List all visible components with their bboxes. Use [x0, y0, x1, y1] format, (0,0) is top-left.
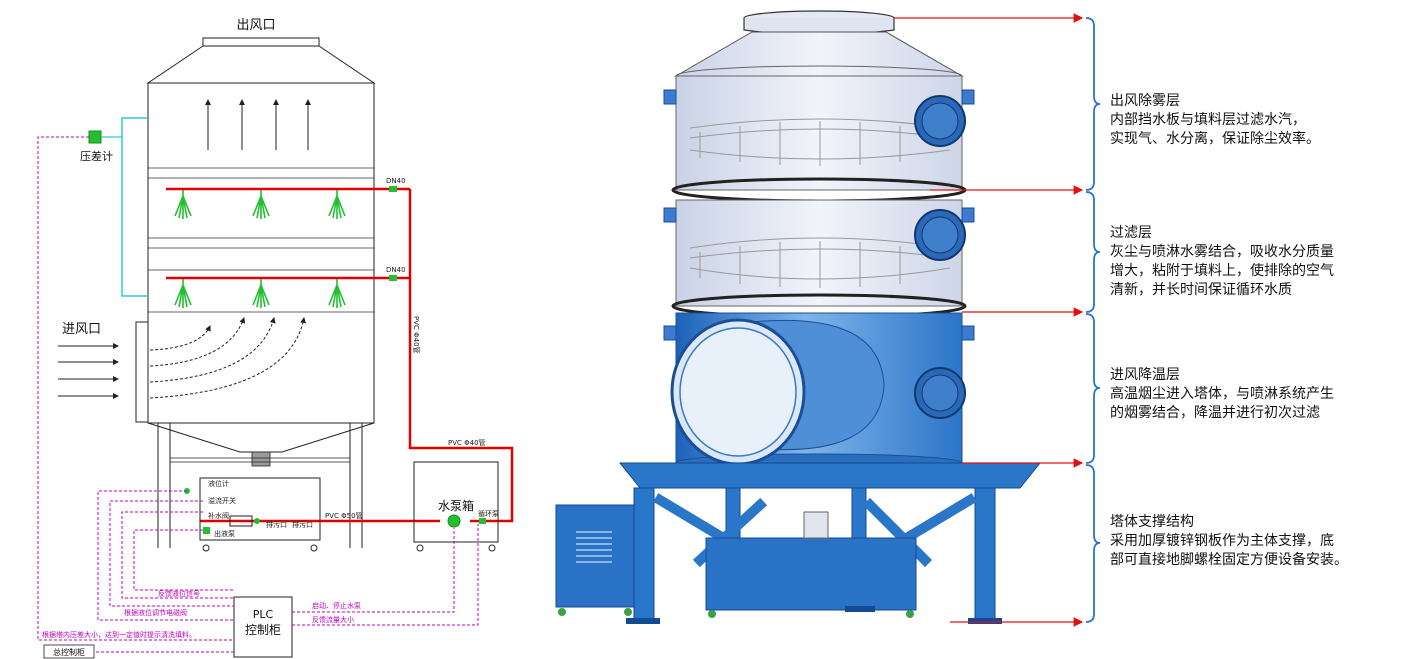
callout-title: 进风降温层 — [1110, 367, 1180, 383]
tank-label-drain1: 排污口 — [266, 520, 287, 529]
plc-label-2: 控制柜 — [245, 623, 281, 637]
pump-box — [413, 461, 499, 543]
gauge-icon — [88, 130, 102, 144]
valve-upper — [389, 186, 397, 192]
pipe-bottom-label: PVC Φ50管 — [325, 511, 363, 520]
outlet-collar — [202, 37, 320, 47]
pipe-vertical-label: PVC Φ40管 — [412, 316, 421, 354]
callout-line: 灰尘与喷淋水雾结合，吸收水分质量 — [1110, 244, 1334, 260]
gauge-label: 压差计 — [80, 149, 113, 163]
callout-inlet-cooling: 进风降温层 高温烟尘进入塔体，与喷淋系统产生 的烟雾结合，降温并进行初次过滤 — [1110, 366, 1334, 423]
pump-label-circ: 循环泵 — [478, 509, 499, 518]
signal-valve: 根据液位调节电磁阀 — [124, 608, 187, 617]
pump-box-label: 水泵箱 — [438, 498, 474, 513]
signal-feedback-flow: 反馈流量大小 — [312, 615, 354, 624]
tank-label-refill: 补水阀 — [208, 511, 229, 520]
top-cone — [146, 45, 376, 84]
outlet-label: 出风口 — [236, 18, 275, 33]
callout-line: 实现气、水分离，保证除尘效率。 — [1110, 131, 1320, 147]
tank-label-level: 液位计 — [208, 479, 229, 488]
callout-title: 塔体支撑结构 — [1110, 514, 1194, 530]
callout-title: 过滤层 — [1110, 225, 1152, 241]
dn40-lower-label: DN40 — [386, 266, 406, 274]
nozzle-group — [174, 190, 346, 308]
callout-title: 出风除雾层 — [1110, 93, 1180, 109]
schematic: 出风口 进风口 — [37, 18, 514, 659]
pipe-top-label: PVC Φ40管 — [448, 438, 486, 447]
pump-icon — [447, 514, 461, 528]
inlet-flow-arrows — [149, 317, 306, 399]
valve-lower — [389, 275, 397, 281]
tank-label-outpump: 出液泵 — [214, 529, 235, 538]
signal-lines — [37, 136, 479, 653]
circulation-tank — [199, 477, 321, 541]
tank-label-overflow: 溢流开关 — [208, 496, 236, 505]
inspection-ports — [914, 95, 966, 419]
callout-line: 采用加厚镀锌钢板作为主体支撑，底 — [1110, 533, 1334, 549]
callout-line: 内部挡水板与填料层过滤水汽， — [1110, 112, 1306, 128]
master-panel-label: 总控制柜 — [53, 647, 85, 657]
spray-pipes — [166, 187, 514, 523]
updraft-arrows — [205, 99, 311, 150]
plc-label-1: PLC — [253, 608, 274, 621]
pointer-arrows — [894, 13, 1084, 627]
tank-label-drain2: 排污口 — [292, 520, 313, 529]
callout-demist: 出风除雾层 内部挡水板与填料层过滤水汽， 实现气、水分离，保证除尘效率。 — [1110, 92, 1320, 149]
callout-line: 高温烟尘进入塔体，与喷淋系统产生 — [1110, 386, 1334, 402]
hopper — [147, 422, 375, 453]
brackets — [1085, 17, 1101, 623]
master-panel — [43, 644, 95, 659]
tower-body — [147, 82, 375, 424]
signal-pressure: 根据塔内压差大小，达到一定值时提示清洗填料。 — [42, 630, 196, 639]
inlet-arrows — [58, 343, 119, 399]
signal-feedback-level: 反馈液位信号 — [158, 589, 200, 598]
inlet-duct — [135, 321, 149, 423]
gauge-line — [121, 117, 148, 297]
callout-support: 塔体支撑结构 采用加厚镀锌钢板作为主体支撑，底 部可直接地脚螺栓固定方便设备安装… — [1110, 513, 1348, 570]
callout-line: 清新，并长时间保证循环水质 — [1110, 282, 1292, 298]
callout-line: 增大，粘附于填料上，使排除的空气 — [1110, 263, 1334, 279]
callout-filter: 过滤层 灰尘与喷淋水雾结合，吸收水分质量 增大，粘附于填料上，使排除的空气 清新… — [1110, 224, 1334, 300]
callout-line: 的烟雾结合，降温并进行初次过滤 — [1110, 405, 1320, 421]
dn40-upper-label: DN40 — [386, 177, 406, 185]
callout-line: 部可直接地脚螺栓固定方便设备安装。 — [1110, 552, 1348, 568]
signal-start-stop: 启动、停止水泵 — [312, 601, 361, 610]
inlet-label: 进风口 — [62, 322, 101, 337]
plc-cabinet — [233, 596, 293, 658]
tower-3d — [555, 10, 1042, 624]
